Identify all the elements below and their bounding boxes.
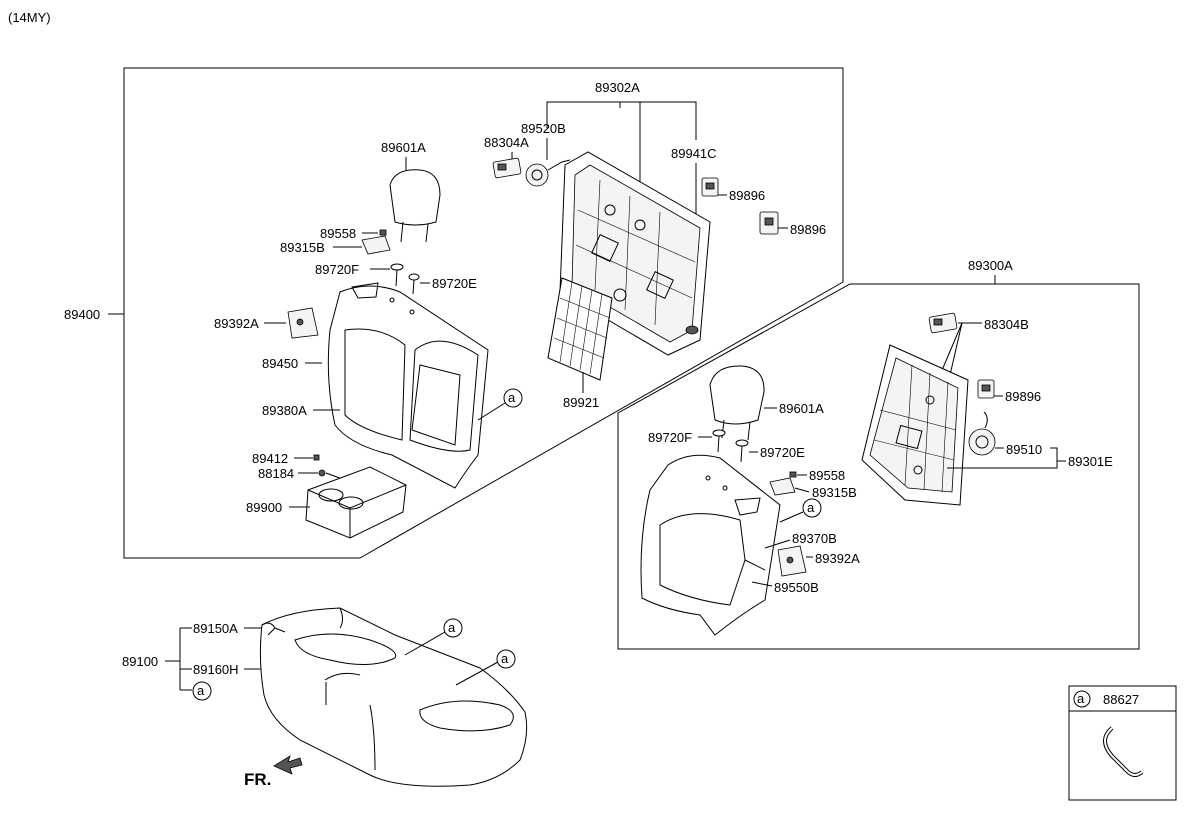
label-89510[interactable]: 89510 — [1006, 442, 1042, 457]
label-89380A[interactable]: 89380A — [262, 403, 307, 418]
part-89315B-right — [769, 477, 796, 496]
callout-a-cushion-right — [496, 649, 516, 669]
part-88304A — [492, 157, 522, 179]
label-88304A[interactable]: 88304A — [484, 135, 529, 150]
part-89510 — [968, 411, 996, 456]
label-89900[interactable]: 89900 — [246, 500, 282, 515]
label-89301E[interactable]: 89301E — [1068, 454, 1113, 469]
front-arrow-icon — [273, 755, 303, 775]
callout-a-right-seatback — [802, 498, 822, 518]
label-89392A-left[interactable]: 89392A — [214, 316, 259, 331]
label-89300A[interactable]: 89300A — [968, 258, 1013, 273]
label-88184[interactable]: 88184 — [258, 466, 294, 481]
label-89100[interactable]: 89100 — [122, 654, 158, 669]
part-89315B-left — [361, 235, 391, 255]
part-89720F-left-bolt — [390, 263, 404, 287]
label-89315B-left[interactable]: 89315B — [280, 240, 325, 255]
label-89558-left[interactable]: 89558 — [320, 226, 356, 241]
callout-a-left-seatback-text: a — [508, 390, 516, 405]
part-89392A-left — [287, 307, 319, 339]
label-89400[interactable]: 89400 — [64, 307, 100, 322]
part-89720F-right-bolt — [712, 429, 726, 453]
label-89450[interactable]: 89450 — [262, 356, 298, 371]
callout-a-cushion-left — [192, 681, 212, 701]
part-89412 — [313, 454, 320, 461]
callout-a-cushion-mid-text: a — [448, 620, 456, 635]
label-89150A[interactable]: 89150A — [193, 621, 238, 636]
label-89370B[interactable]: 89370B — [792, 531, 837, 546]
part-89558-right — [789, 471, 797, 478]
legend-marker-circle — [1073, 690, 1091, 708]
label-89720F-left[interactable]: 89720F — [315, 262, 359, 277]
label-89520B[interactable]: 89520B — [521, 121, 566, 136]
part-89520B — [525, 159, 571, 187]
label-89302A[interactable]: 89302A — [595, 80, 640, 95]
label-89160H[interactable]: 89160H — [193, 662, 239, 677]
front-indicator-label: FR. — [244, 770, 271, 789]
label-89315B-right[interactable]: 89315B — [812, 485, 857, 500]
label-89896-b[interactable]: 89896 — [790, 222, 826, 237]
label-89720E-right[interactable]: 89720E — [760, 445, 805, 460]
part-89900-armrest — [305, 466, 407, 539]
part-89370B-seatback — [640, 454, 781, 636]
label-89896-a[interactable]: 89896 — [729, 188, 765, 203]
model-year-note: (14MY) — [8, 10, 51, 25]
part-88304B — [928, 312, 958, 334]
seatback-right-frame — [617, 283, 1140, 650]
label-89412[interactable]: 89412 — [252, 451, 288, 466]
part-89601A-left-headrest — [389, 169, 441, 243]
label-89601A-right[interactable]: 89601A — [779, 401, 824, 416]
part-89160H-cushion — [259, 607, 528, 787]
part-89558-left — [379, 229, 387, 236]
label-89392A-right[interactable]: 89392A — [815, 551, 860, 566]
callout-a-cushion-right-text: a — [501, 651, 509, 666]
legend-part-88627[interactable]: 88627 — [1103, 692, 1139, 707]
part-89380A-seatback — [327, 282, 489, 489]
part-89896-b — [759, 211, 779, 235]
legend-box: a 88627 — [1068, 685, 1177, 801]
label-89941C[interactable]: 89941C — [671, 146, 717, 161]
part-89601A-right-headrest — [709, 365, 765, 441]
part-88184 — [318, 469, 326, 477]
part-89301E-frame — [861, 344, 969, 506]
callout-a-cushion-left-text: a — [197, 683, 205, 698]
label-89720E-left[interactable]: 89720E — [432, 276, 477, 291]
label-89896-c[interactable]: 89896 — [1005, 389, 1041, 404]
label-89921[interactable]: 89921 — [563, 395, 599, 410]
callout-a-cushion-mid — [443, 618, 463, 638]
part-89896-a — [701, 177, 719, 197]
label-89558-right[interactable]: 89558 — [809, 468, 845, 483]
seatback-left-frame — [123, 67, 844, 559]
part-89720E-left-bolt — [408, 273, 420, 295]
label-89720F-right[interactable]: 89720F — [648, 430, 692, 445]
callout-a-right-seatback-text: a — [807, 500, 815, 515]
label-89550B[interactable]: 89550B — [774, 580, 819, 595]
label-89601A-left[interactable]: 89601A — [381, 140, 426, 155]
part-89921-mat — [547, 277, 613, 381]
label-88304B[interactable]: 88304B — [984, 317, 1029, 332]
part-89720E-right-bolt — [735, 439, 749, 463]
callout-a-left-seatback — [503, 388, 523, 408]
legend-marker: a — [1077, 691, 1085, 706]
part-89896-c — [977, 379, 995, 399]
part-89392A-right — [777, 545, 807, 577]
